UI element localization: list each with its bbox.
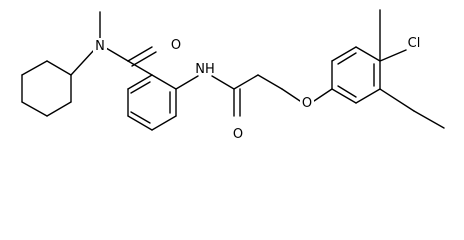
svg-text:N: N: [95, 39, 105, 54]
svg-text:Cl: Cl: [408, 36, 421, 51]
o-carbonyl-top-atom: O: [169, 37, 183, 53]
cyclohexane-ring: [21, 60, 72, 117]
benzene-ring: [127, 74, 177, 131]
svg-text:O: O: [171, 38, 181, 53]
amide-linker-bonds: [175, 74, 333, 117]
atom-labels: N O NH O O Cl: [93, 35, 424, 142]
nh-amide-atom: NH: [195, 61, 220, 77]
svg-text:NH: NH: [195, 62, 215, 77]
o-ether-atom: O: [300, 95, 314, 111]
molecule-drawing: N O NH O O Cl: [21, 9, 445, 142]
svg-text:O: O: [233, 127, 243, 142]
bonds: [21, 9, 445, 131]
n-substituent-bonds: [70, 11, 129, 76]
o-carbonyl-bottom-atom: O: [231, 126, 245, 142]
carbonyl-top-bonds: [127, 46, 157, 76]
cl-atom: Cl: [404, 35, 424, 51]
chlorodimethylphenyl-ring: [331, 46, 381, 104]
svg-text:O: O: [302, 96, 312, 111]
ring-substituent-bonds: [379, 9, 445, 129]
n-methyl-atom: N: [93, 38, 107, 54]
